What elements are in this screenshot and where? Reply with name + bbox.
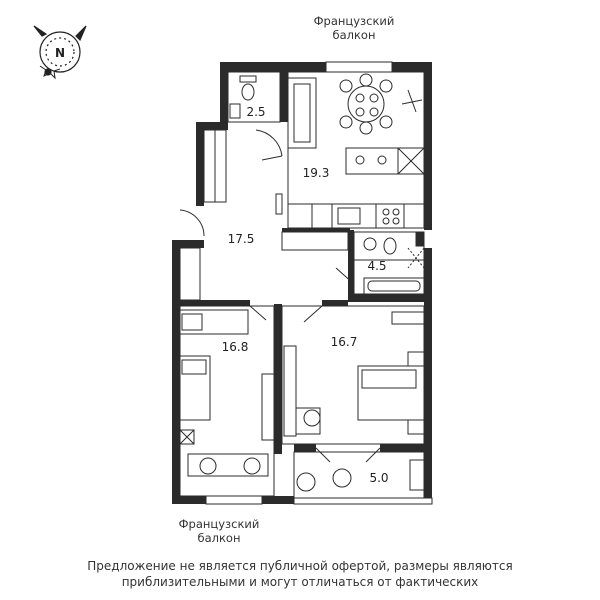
sofa-icon: [287, 77, 317, 149]
balcony-top-line1: Французский: [313, 14, 395, 28]
walls: [172, 61, 433, 505]
area-bathroom: 4.5: [367, 259, 386, 273]
balcony-bottom-line1: Французский: [178, 517, 260, 531]
balcony-chair-icon: [296, 459, 425, 492]
balcony-bottom-label: Французский балкон: [164, 517, 274, 545]
area-kitchen-living: 19.3: [303, 166, 330, 180]
area-bathroom-small: 2.5: [246, 105, 265, 119]
inner-lines: [179, 71, 425, 499]
bed-right-icon: [283, 311, 425, 437]
disclaimer: Предложение не является публичной оферто…: [0, 558, 600, 590]
bath-icon: [354, 231, 425, 295]
dining-table-icon: [339, 73, 423, 135]
area-bedroom-left: 16.8: [222, 340, 249, 354]
compass-icon: [33, 25, 87, 80]
balcony-top-label: Французский балкон: [299, 14, 409, 42]
bed-left-icon: [179, 309, 275, 477]
balcony-top-line2: балкон: [332, 28, 376, 42]
disclaimer-line1: Предложение не является публичной оферто…: [87, 559, 513, 573]
toilet-icon: [229, 75, 257, 119]
area-hallway: 17.5: [228, 232, 255, 246]
balcony-bottom-line2: балкон: [197, 531, 241, 545]
disclaimer-line2: приблизительными и могут отличаться от ф…: [121, 575, 479, 589]
area-balcony: 5.0: [369, 471, 388, 485]
wardrobe-icon: [203, 129, 349, 251]
kitchen-counter-icon: [275, 193, 425, 229]
compass-north-label: N: [55, 46, 65, 60]
kitchen-island-icon: [345, 147, 425, 175]
area-bedroom-right: 16.7: [331, 335, 358, 349]
